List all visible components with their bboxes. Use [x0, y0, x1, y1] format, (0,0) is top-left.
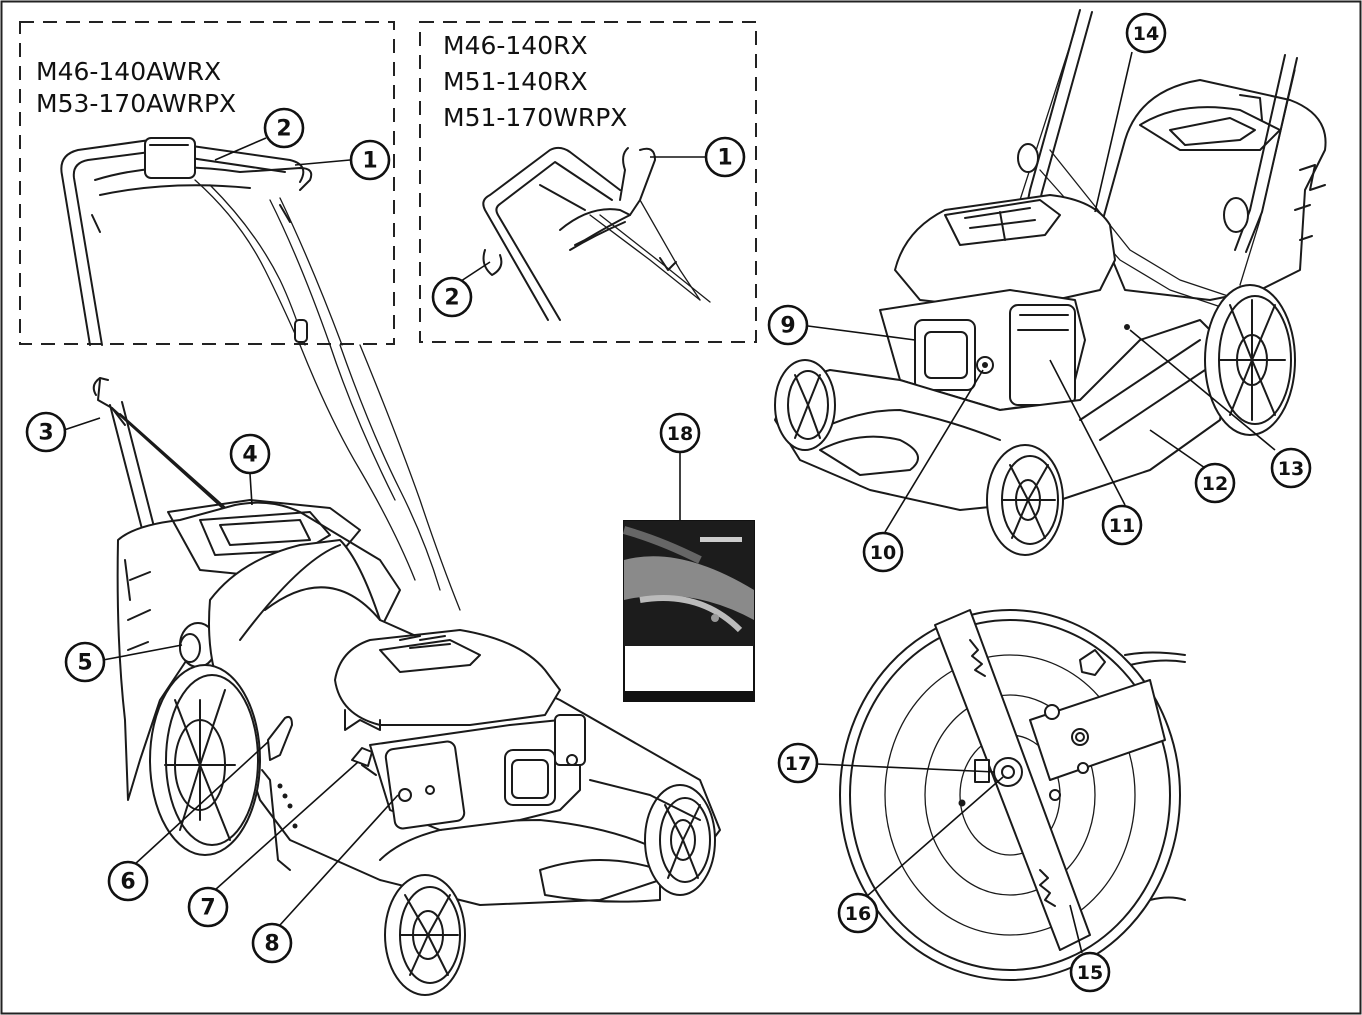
- blade-detail: [839, 609, 1186, 981]
- callout-3: 3: [25, 411, 67, 453]
- mower-rear-view: [774, 9, 1327, 556]
- callout-1: 1: [349, 139, 391, 181]
- model-name: M46-140RX: [443, 31, 588, 60]
- callout-7: 7: [187, 886, 229, 928]
- svg-text:6: 6: [120, 870, 135, 895]
- model-name: M51-140RX: [443, 67, 588, 96]
- svg-text:13: 13: [1278, 458, 1304, 480]
- svg-text:2: 2: [276, 117, 291, 142]
- callout-2: 2: [431, 276, 473, 318]
- svg-text:16: 16: [845, 903, 871, 925]
- svg-text:4: 4: [242, 443, 257, 468]
- callout-17: 17: [777, 742, 819, 784]
- callout-6: 6: [107, 860, 149, 902]
- callout-12: 12: [1194, 462, 1236, 504]
- svg-text:18: 18: [667, 423, 693, 445]
- inset-box-right: [419, 21, 757, 343]
- callout-16: 16: [837, 892, 879, 934]
- svg-text:2: 2: [444, 286, 459, 311]
- svg-text:12: 12: [1202, 473, 1228, 495]
- leader-lines: [63, 51, 1276, 954]
- callout-5: 5: [64, 641, 106, 683]
- svg-text:11: 11: [1109, 515, 1135, 537]
- model-name: M46-140AWRX: [36, 57, 221, 86]
- handle-bar-detail-right: [482, 146, 711, 321]
- callout-9: 9: [767, 304, 809, 346]
- callout-13: 13: [1270, 447, 1312, 489]
- svg-text:15: 15: [1077, 962, 1103, 984]
- owners-manual: [622, 520, 755, 702]
- svg-text:5: 5: [77, 651, 92, 676]
- model-name: M51-170WRPX: [443, 103, 627, 132]
- callout-1: 1: [704, 136, 746, 178]
- callout-14: 14: [1125, 12, 1167, 54]
- callout-10: 10: [862, 531, 904, 573]
- svg-text:8: 8: [264, 932, 279, 957]
- svg-text:1: 1: [362, 149, 377, 174]
- svg-text:7: 7: [200, 896, 215, 921]
- callout-18: 18: [659, 412, 701, 454]
- callout-11: 11: [1101, 504, 1143, 546]
- svg-text:3: 3: [38, 421, 53, 446]
- svg-text:1: 1: [717, 146, 732, 171]
- svg-text:14: 14: [1133, 23, 1159, 45]
- svg-text:10: 10: [870, 542, 896, 564]
- inset-box-left: [19, 21, 395, 345]
- svg-text:17: 17: [785, 753, 811, 775]
- model-name: M53-170AWRPX: [36, 89, 236, 118]
- callout-4: 4: [229, 433, 271, 475]
- handle-bar-detail-left: [60, 137, 343, 346]
- callout-8: 8: [251, 922, 293, 964]
- callout-2: 2: [263, 107, 305, 149]
- svg-text:9: 9: [780, 314, 795, 339]
- callout-15: 15: [1069, 951, 1111, 993]
- mower-main-view: [92, 344, 721, 996]
